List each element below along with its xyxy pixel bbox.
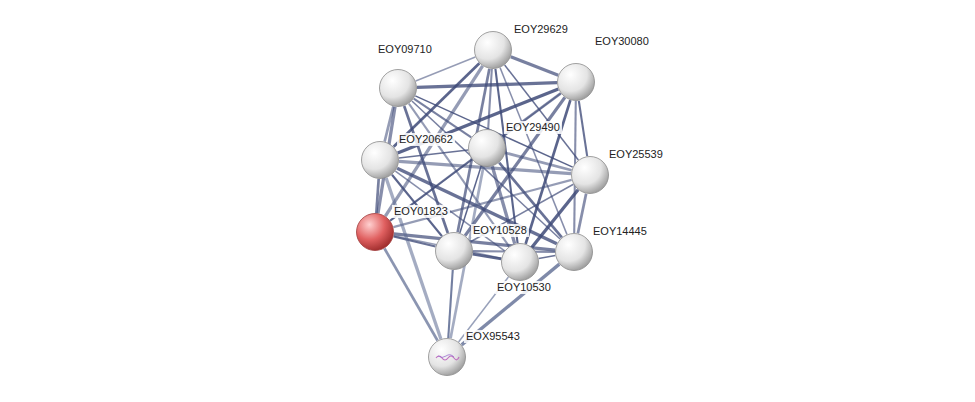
protein-node: EOY09710 (379, 69, 417, 107)
node-sphere (555, 233, 593, 271)
protein-node: EOY10530 (501, 243, 539, 281)
protein-node: EOY25539 (571, 156, 609, 194)
interaction-edge (505, 153, 571, 170)
interaction-edge (500, 68, 567, 235)
interaction-edge (376, 179, 378, 213)
node-sphere (435, 232, 473, 270)
interaction-edge (539, 255, 556, 258)
interaction-edge (415, 96, 572, 167)
protein-node: EOY14445 (555, 233, 593, 271)
node-sphere (474, 31, 512, 69)
node-sphere (428, 338, 466, 376)
protein-node: EOY29629 (474, 31, 512, 69)
node-label: EOY09710 (376, 43, 434, 56)
interaction-edge (511, 57, 559, 75)
node-label: EOX95543 (464, 330, 522, 343)
interaction-edge (393, 180, 571, 227)
interaction-edge (578, 194, 586, 234)
node-label: EOY14445 (591, 225, 649, 238)
protein-node: EOY20662 (361, 141, 399, 179)
interaction-edge (384, 248, 437, 340)
interaction-edge (399, 150, 468, 158)
node-label: EOY20662 (397, 133, 455, 146)
node-sphere (571, 156, 609, 194)
protein-node: EOY10528 (435, 232, 473, 270)
node-label: EOY29629 (512, 23, 570, 36)
node-label: EOY01823 (392, 205, 450, 218)
protein-node: EOY30080 (557, 63, 595, 101)
interaction-edge (473, 254, 502, 259)
node-sphere (501, 243, 539, 281)
interaction-edge (390, 159, 472, 220)
node-label: EOY10530 (495, 281, 553, 294)
interaction-edge (579, 101, 587, 156)
protein-node: EOX95543 (428, 338, 466, 376)
node-label: EOY30080 (593, 35, 651, 48)
interaction-edge (417, 83, 557, 88)
node-label: EOY25539 (607, 148, 665, 161)
interaction-edge (386, 178, 441, 339)
node-label: EOY10528 (471, 224, 529, 237)
node-sphere (356, 213, 394, 251)
node-sphere (361, 141, 399, 179)
protein-node: EOY29490 (468, 129, 506, 167)
node-sphere (379, 69, 417, 107)
node-sphere (468, 129, 506, 167)
protein-node: EOY01823 (356, 213, 394, 251)
node-sphere (557, 63, 595, 101)
node-label: EOY29490 (504, 121, 562, 134)
